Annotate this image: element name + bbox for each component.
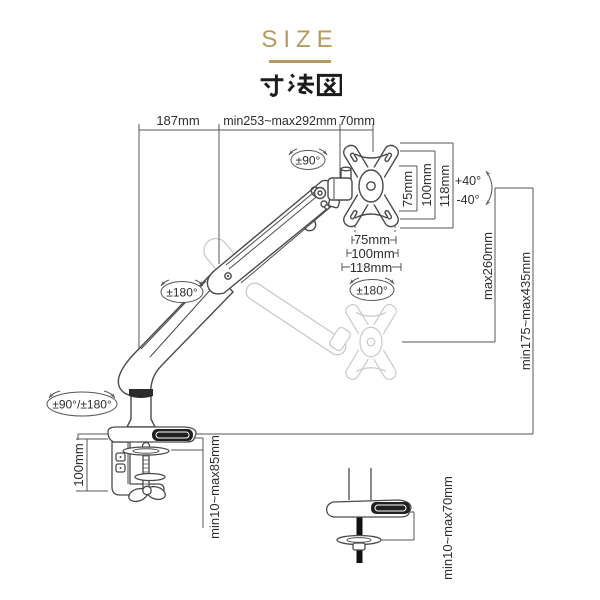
tilt-up-label: +40° bbox=[455, 174, 481, 188]
base-rotation-ellipse bbox=[46, 391, 118, 417]
vesa-right-118-label: 118mm bbox=[437, 165, 452, 207]
gold-underline bbox=[269, 60, 331, 63]
vesa-bottom-75-label: 75mm bbox=[354, 232, 390, 247]
tilt-down-label: -40° bbox=[456, 193, 479, 207]
size-eyebrow: SIZE bbox=[261, 26, 339, 53]
page-title bbox=[0, 71, 600, 104]
dim-arm-reach-label: min253~max292mm bbox=[223, 114, 337, 128]
height-range-label: min175~max435mm bbox=[518, 252, 533, 370]
plate-rotation-label: ±180° bbox=[356, 284, 388, 298]
head-swivel-label: ±90° bbox=[296, 154, 321, 168]
pole bbox=[126, 396, 156, 428]
vesa-plate bbox=[343, 144, 399, 228]
monitor-arm bbox=[117, 144, 399, 428]
vesa-bottom-100-label: 100mm bbox=[351, 246, 394, 261]
plate-rotation-ellipse bbox=[349, 279, 395, 301]
elbow-rotation-label: ±180° bbox=[166, 286, 198, 300]
vesa-plate-ghost bbox=[345, 304, 397, 380]
grommet-mount bbox=[325, 468, 412, 563]
clamp-height-label: 100mm bbox=[71, 443, 86, 486]
elbow-rotation-ellipse bbox=[160, 281, 204, 303]
head-joint bbox=[313, 166, 353, 210]
base-rotation-label: ±90°/±180° bbox=[52, 398, 112, 412]
grommet-range-label: min10~max70mm bbox=[440, 476, 455, 580]
vesa-right-75-label: 75mm bbox=[400, 171, 415, 207]
vesa-bottom-118-label: 118mm bbox=[350, 260, 392, 275]
desk-clamp bbox=[107, 426, 197, 503]
dim-arm-rear-label: 187mm bbox=[156, 113, 199, 128]
lift-max-label: max260mm bbox=[480, 232, 495, 300]
clamp-range-label: min10~max85mm bbox=[207, 435, 222, 539]
page-header: SIZE bbox=[0, 0, 600, 104]
monitor-arm-ghost bbox=[203, 205, 397, 380]
dimension-annotations bbox=[46, 124, 534, 541]
dim-head-depth-label: 70mm bbox=[339, 113, 375, 128]
vesa-right-100-label: 100mm bbox=[419, 163, 434, 206]
dimension-labels: 187mm min253~max292mm 70mm ±90° +40° -40… bbox=[52, 113, 533, 580]
head-swivel-ellipse bbox=[290, 150, 326, 170]
elbow-rotation: ±180° bbox=[159, 279, 205, 303]
page-title-glyphs bbox=[260, 72, 343, 97]
